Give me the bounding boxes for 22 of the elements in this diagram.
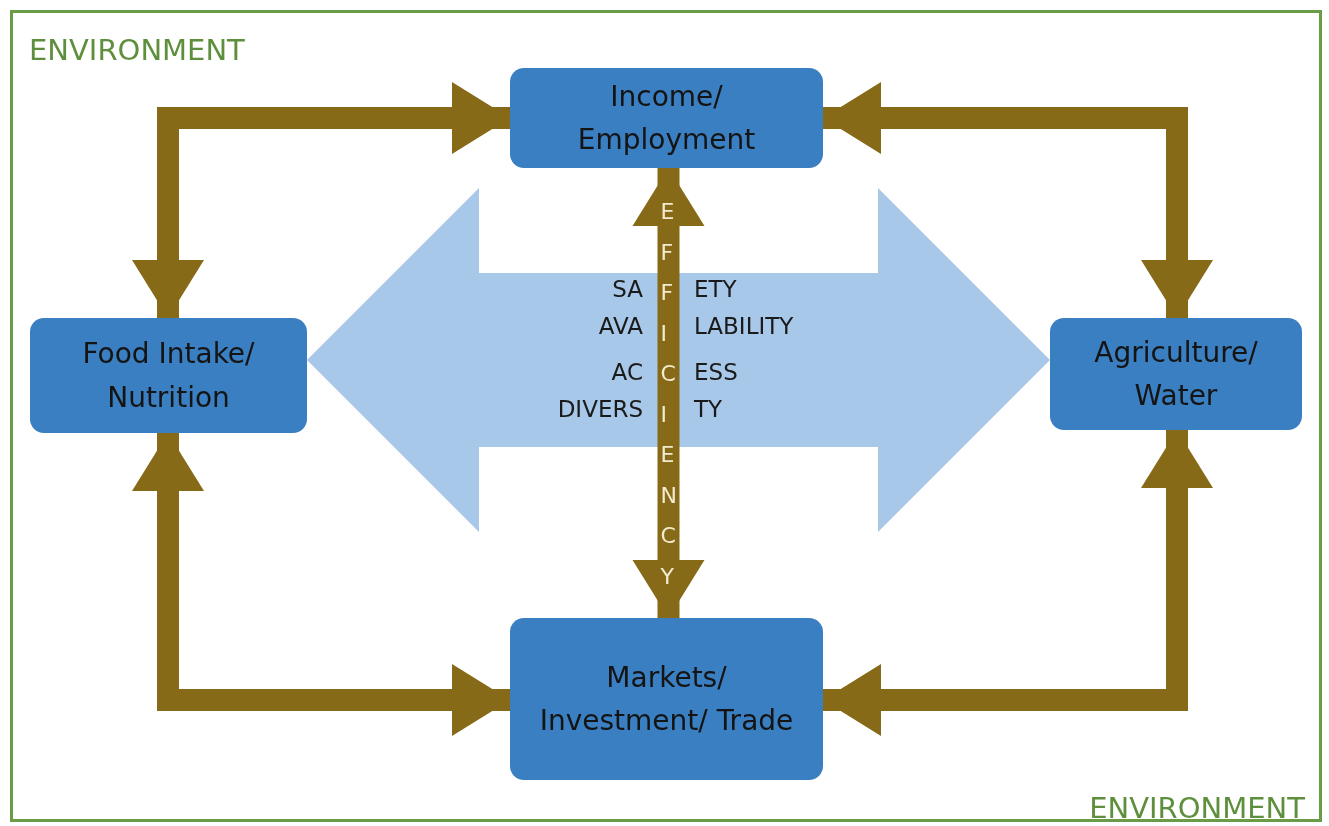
word-fragment: LABILITY bbox=[694, 313, 794, 339]
word-fragment: ETY bbox=[694, 276, 737, 302]
topic-box: Markets/ Investment/ Trade bbox=[510, 618, 823, 780]
environment-frame bbox=[10, 10, 1322, 822]
double-headed-arrow bbox=[632, 168, 705, 618]
topic-box: Income/ Employment bbox=[510, 68, 823, 168]
double-headed-arrow bbox=[823, 82, 1213, 318]
topic-box: Agriculture/ Water bbox=[1050, 318, 1302, 430]
double-headed-arrow bbox=[132, 433, 510, 736]
block-double-arrow bbox=[307, 188, 1050, 532]
word-fragment: TY bbox=[694, 396, 723, 422]
topic-box: Food Intake/ Nutrition bbox=[30, 318, 307, 433]
frame-label: ENVIRONMENT bbox=[29, 33, 245, 67]
word-fragment: ESS bbox=[694, 359, 738, 385]
word-fragment: AVA bbox=[598, 313, 643, 339]
frame-label: ENVIRONMENT bbox=[1089, 791, 1305, 825]
word-fragment: DIVERS bbox=[557, 396, 643, 422]
double-headed-arrow bbox=[132, 82, 510, 318]
edge-label: EFFICIENCY bbox=[660, 198, 683, 591]
word-fragment: AC bbox=[611, 359, 643, 385]
double-headed-arrow bbox=[823, 430, 1213, 736]
word-fragment: SA bbox=[612, 276, 643, 302]
